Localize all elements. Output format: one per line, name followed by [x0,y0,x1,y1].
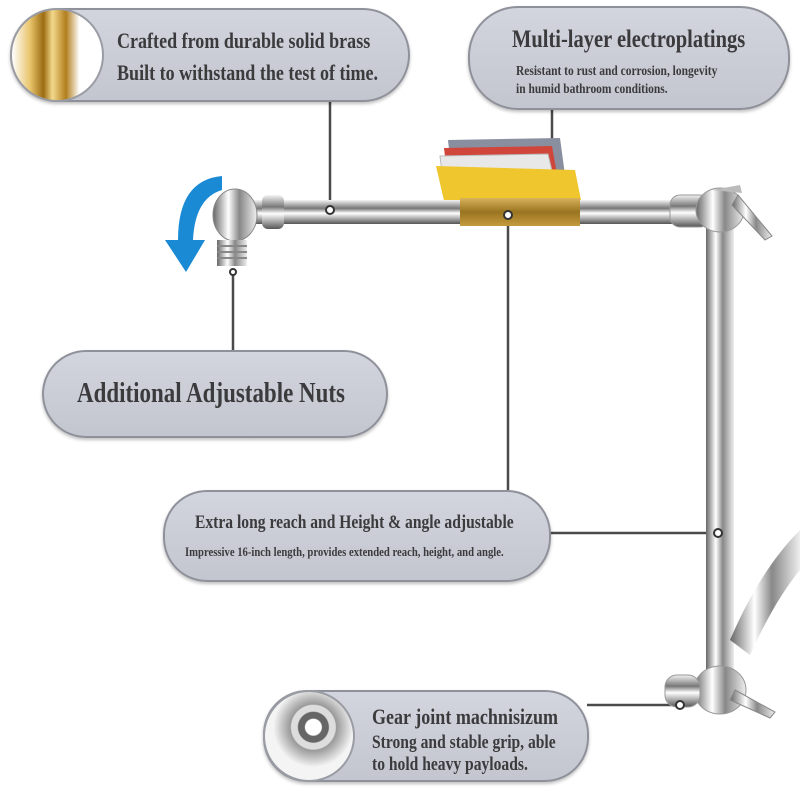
gear-line1: Strong and stable grip, able [372,732,556,753]
callout-adjustable-nuts: Additional Adjustable Nuts [42,350,388,438]
brass-tubes-image [10,8,104,102]
callout-solid-brass: Crafted from durable solid brass Built t… [10,8,410,102]
gear-title: Gear joint machnisizum [372,704,559,729]
shower-head-arm [730,530,800,655]
callout-gear-joint: Gear joint machnisizum Strong and stable… [263,690,589,782]
brass-subtitle: Built to withstand the test of time. [117,60,379,85]
gear-line2: to hold heavy payloads. [372,754,528,775]
top-right-gear-joint [669,185,773,241]
brass-section [460,198,580,226]
plating-layers-icon [436,138,582,205]
reach-subtitle: Impressive 16-inch length, provides exte… [185,544,504,559]
plating-line2: in humid bathroom conditions. [516,82,668,97]
connector-lines [231,100,718,707]
plating-line1: Resistant to rust and corrosion, longevi… [516,64,718,79]
plating-title: Multi-layer electroplatings [512,26,746,53]
callout-electroplating: Multi-layer electroplatings Resistant to… [468,6,790,110]
vertical-pipe [706,215,734,695]
callout-extra-long-reach: Extra long reach and Height & angle adju… [163,490,551,582]
left-elbow-joint [212,188,284,266]
nuts-title: Additional Adjustable Nuts [77,378,345,409]
rotate-arrow-icon [165,176,222,272]
bottom-gear-joint [664,665,776,719]
gear-joint-image [263,690,355,782]
reach-title: Extra long reach and Height & angle adju… [195,512,514,533]
brass-title: Crafted from durable solid brass [117,28,371,53]
